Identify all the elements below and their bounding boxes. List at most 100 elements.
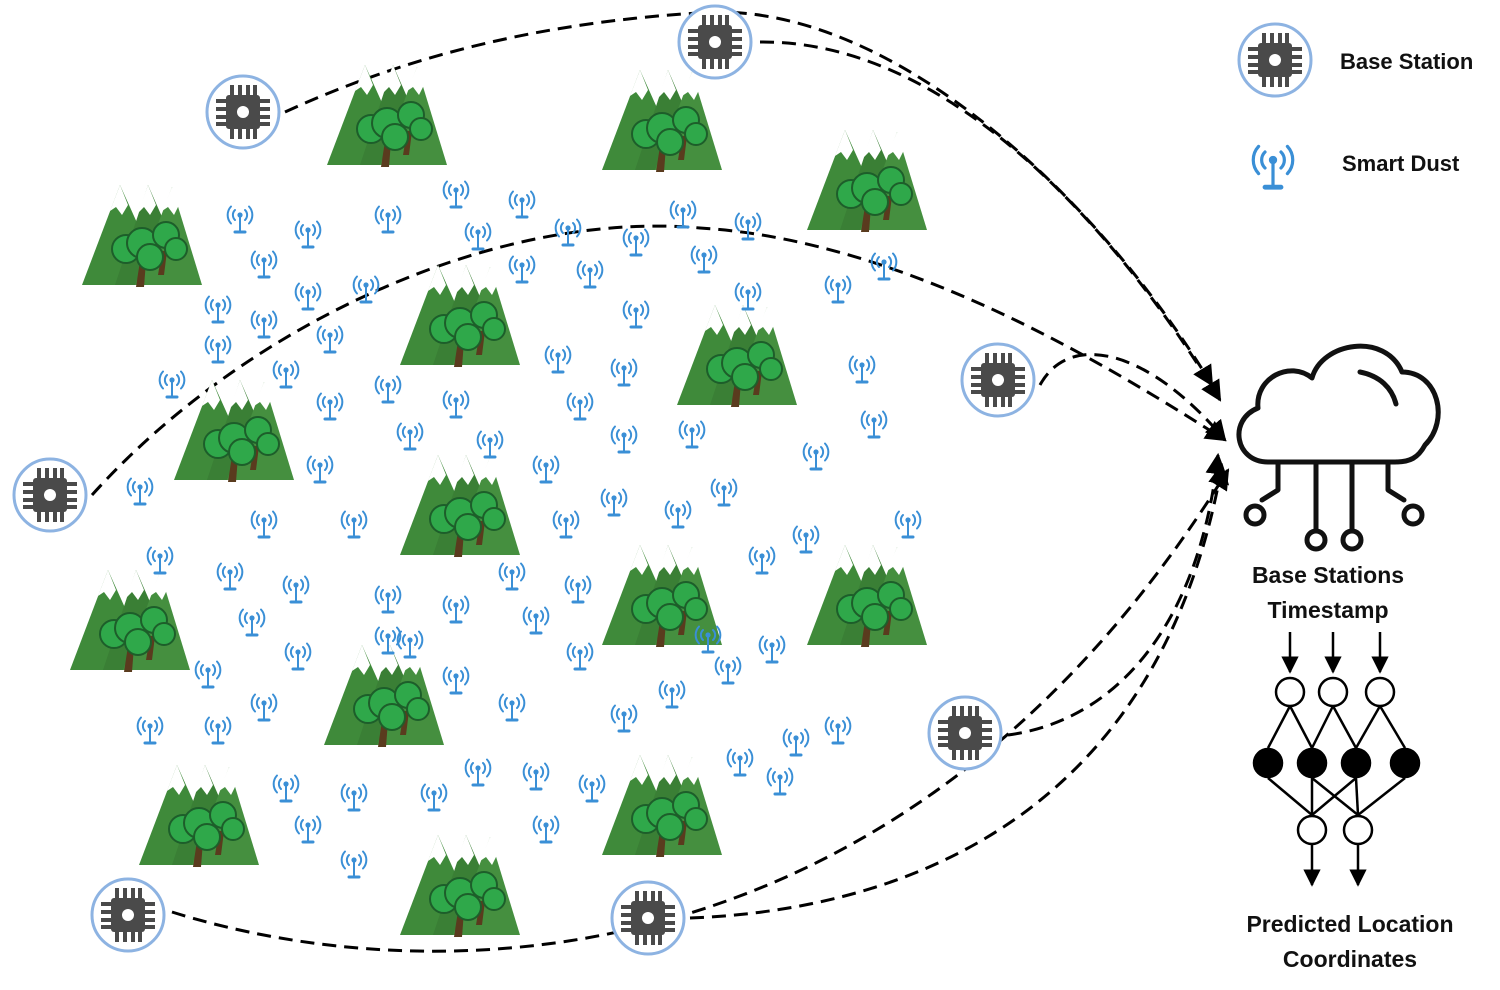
- smart-dust-antenna-icon: [136, 716, 164, 745]
- smart-dust-antenna-icon: [669, 200, 697, 229]
- mountain-tree-icon: [601, 754, 723, 858]
- mountain-tree-icon: [399, 834, 521, 938]
- smart-dust-antenna-icon: [204, 716, 232, 745]
- cloud-caption-line1: Base Stations: [1252, 562, 1404, 588]
- smart-dust-antenna-icon: [420, 783, 448, 812]
- smart-dust-antenna-icon: [374, 626, 402, 655]
- base-station-chip-icon: [927, 695, 1003, 771]
- mountain-tree-icon: [69, 569, 191, 673]
- smart-dust-antenna-icon: [282, 575, 310, 604]
- smart-dust-antenna-icon: [464, 222, 492, 251]
- smart-dust-antenna-icon: [658, 680, 686, 709]
- smart-dust-antenna-icon: [870, 252, 898, 281]
- smart-dust-antenna-icon: [340, 850, 368, 879]
- legend-antenna-icon: [1253, 146, 1292, 187]
- smart-dust-antenna-icon: [610, 704, 638, 733]
- smart-dust-antenna-icon: [306, 455, 334, 484]
- smart-dust-antenna-icon: [792, 525, 820, 554]
- smart-dust-antenna-icon: [522, 606, 550, 635]
- output-caption-line2: Coordinates: [1283, 946, 1417, 972]
- base-station-chip-icon: [610, 880, 686, 956]
- output-node: [1342, 814, 1374, 846]
- smart-dust-antenna-icon: [294, 220, 322, 249]
- smart-dust-antenna-icon: [272, 774, 300, 803]
- smart-dust-antenna-icon: [782, 728, 810, 757]
- base-station-chip-icon: [677, 4, 753, 80]
- smart-dust-antenna-icon: [374, 375, 402, 404]
- mountain-tree-icon: [399, 454, 521, 558]
- smart-dust-antenna-icon: [464, 758, 492, 787]
- smart-dust-antenna-icon: [476, 430, 504, 459]
- smart-dust-antenna-icon: [678, 420, 706, 449]
- smart-dust-antenna-icon: [250, 510, 278, 539]
- input-node: [1364, 676, 1396, 708]
- smart-dust-antenna-icon: [690, 245, 718, 274]
- smart-dust-antenna-icon: [714, 656, 742, 685]
- hidden-node: [1340, 747, 1372, 779]
- smart-dust-antenna-icon: [600, 488, 628, 517]
- mountain-tree-icon: [326, 64, 448, 168]
- smart-dust-antenna-icon: [158, 370, 186, 399]
- smart-dust-antenna-icon: [860, 410, 888, 439]
- smart-dust-antenna-icon: [622, 300, 650, 329]
- smart-dust-antenna-icon: [498, 693, 526, 722]
- smart-dust-antenna-icon: [284, 642, 312, 671]
- output-node: [1296, 814, 1328, 846]
- smart-dust-antenna-icon: [748, 546, 776, 575]
- smart-dust-antenna-icon: [544, 345, 572, 374]
- connection-edges: [90, 10, 1230, 953]
- smart-dust-antenna-icon: [566, 392, 594, 421]
- smart-dust-antenna-icon: [508, 255, 536, 284]
- smart-dust-antenna-icon: [396, 630, 424, 659]
- smart-dust-antenna-icon: [442, 180, 470, 209]
- smart-dust-antenna-icon: [610, 358, 638, 387]
- smart-dust-antenna-icon: [610, 425, 638, 454]
- smart-dust-antenna-icon: [894, 510, 922, 539]
- mountain-tree-icon: [138, 764, 260, 868]
- legend-chip-icon: [1237, 22, 1313, 98]
- legend-base-station-label: Base Station: [1340, 49, 1473, 74]
- smart-dust-antenna-icon: [442, 595, 470, 624]
- terrain-layer: [69, 64, 928, 938]
- smart-dust-antenna-icon: [710, 478, 738, 507]
- smart-dust-layer: [126, 180, 922, 879]
- smart-dust-antenna-icon: [564, 575, 592, 604]
- mountain-tree-icon: [323, 644, 445, 748]
- hidden-node: [1296, 747, 1328, 779]
- cloud-network-icon: [1236, 343, 1441, 552]
- smart-dust-antenna-icon: [294, 282, 322, 311]
- input-node: [1274, 676, 1306, 708]
- smart-dust-antenna-icon: [238, 608, 266, 637]
- smart-dust-antenna-icon: [766, 767, 794, 796]
- base-station-chip-icon: [12, 457, 88, 533]
- smart-dust-antenna-icon: [664, 500, 692, 529]
- smart-dust-antenna-icon: [374, 205, 402, 234]
- base-station-chip-icon: [960, 342, 1036, 418]
- smart-dust-antenna-icon: [498, 562, 526, 591]
- smart-dust-antenna-icon: [250, 250, 278, 279]
- output-caption-line1: Predicted Location: [1246, 911, 1453, 937]
- input-node: [1317, 676, 1349, 708]
- smart-dust-antenna-icon: [216, 562, 244, 591]
- smart-dust-antenna-icon: [340, 510, 368, 539]
- smart-dust-antenna-icon: [316, 392, 344, 421]
- mountain-tree-icon: [676, 304, 798, 408]
- base-station-chip-icon: [205, 74, 281, 150]
- smart-dust-antenna-icon: [396, 422, 424, 451]
- mountain-tree-icon: [601, 544, 723, 648]
- smart-dust-antenna-icon: [576, 260, 604, 289]
- smart-dust-antenna-icon: [802, 442, 830, 471]
- mountain-tree-icon: [173, 379, 295, 483]
- smart-dust-antenna-icon: [294, 815, 322, 844]
- cloud-caption-line2: Timestamp: [1267, 597, 1388, 623]
- smart-dust-antenna-icon: [734, 282, 762, 311]
- smart-dust-antenna-icon: [340, 783, 368, 812]
- smart-dust-antenna-icon: [566, 642, 594, 671]
- smart-dust-antenna-icon: [532, 815, 560, 844]
- mountain-tree-icon: [601, 69, 723, 173]
- smart-dust-antenna-icon: [508, 190, 536, 219]
- smart-dust-antenna-icon: [316, 325, 344, 354]
- smart-dust-antenna-icon: [726, 748, 754, 777]
- smart-dust-antenna-icon: [126, 477, 154, 506]
